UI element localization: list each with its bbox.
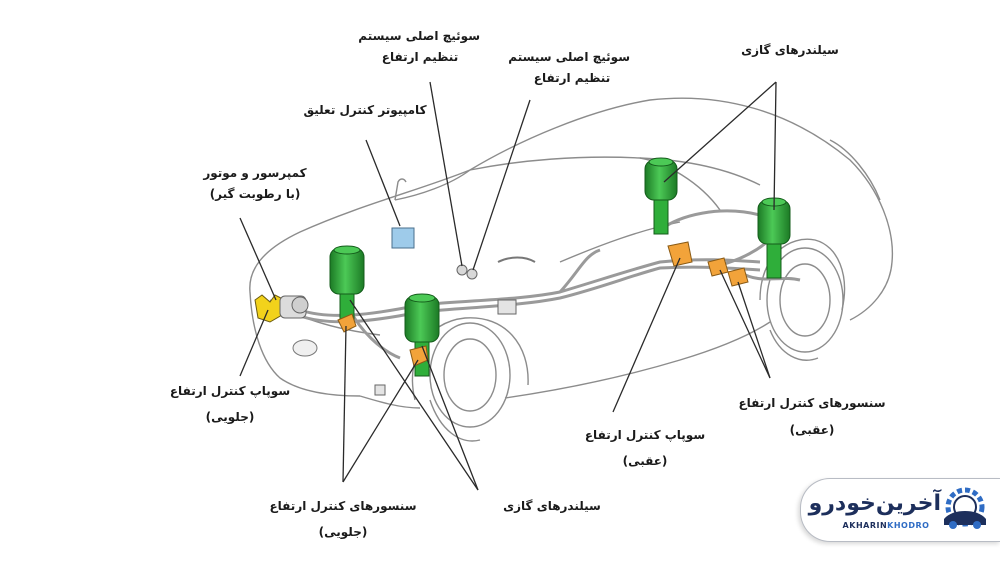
label-suspension-computer: کامپیوتر کنترل تعلیق: [303, 103, 427, 117]
label-front-height-sensors: سنسورهای کنترل ارتفاع (جلویی): [268, 500, 418, 538]
label-front-height-sensors-line2: (جلویی): [318, 525, 368, 539]
junction-block: [374, 299, 517, 396]
logo-brand-en-1: AKHARIN: [842, 521, 888, 530]
logo-brand-en-2: KHODRO: [887, 521, 930, 530]
logo-brand-en: AKHARINKHODRO: [831, 521, 941, 530]
logo-brand-fa: آخرین‌خودرو: [808, 491, 941, 516]
ecu-box: [391, 227, 415, 249]
label-main-switch-1-line1: سوئیچ اصلی سیستم: [358, 29, 480, 43]
rear-gas-cylinder-right: [757, 197, 791, 279]
label-front-height-valve-line1: سوپاپ کنترل ارتفاع: [169, 384, 291, 398]
label-rear-height-sensors: سنسورهای کنترل ارتفاع (عقبی): [737, 397, 887, 436]
label-rear-height-sensors-line2: (عقبی): [789, 423, 835, 437]
car-body-outline: [249, 97, 894, 409]
compressor-motor: [254, 294, 318, 357]
label-rear-height-valve: سوپاپ کنترل ارتفاع (عقبی): [580, 429, 710, 467]
leader-lines: [239, 81, 777, 491]
rear-height-sensors: [707, 257, 749, 287]
label-front-height-sensors-line1: سنسورهای کنترل ارتفاع: [269, 499, 417, 513]
label-compressor-motor-line1: کمپرسور و موتور: [203, 166, 307, 180]
label-front-height-valve: سوپاپ کنترل ارتفاع (جلویی): [165, 385, 295, 423]
label-compressor-motor-line2: (با رطوبت گیر): [209, 187, 301, 201]
label-gas-cylinders-rear: سیلندرهای گازی: [741, 43, 839, 57]
rear-height-valve: [667, 241, 693, 267]
label-gas-cylinders-front: سیلندرهای گازی: [503, 499, 601, 513]
label-main-switch-2: سوئیچ اصلی سیستم تنظیم ارتفاع: [508, 50, 630, 85]
label-rear-height-valve-line1: سوپاپ کنترل ارتفاع: [584, 428, 706, 442]
label-main-switch-1-line2: تنظیم ارتفاع: [381, 50, 459, 64]
car-gear-icon: [944, 487, 986, 529]
label-rear-height-valve-line2: (عقبی): [622, 454, 668, 468]
rear-gas-cylinder-left: [644, 157, 678, 235]
label-compressor-motor: کمپرسور و موتور (با رطوبت گیر): [195, 167, 315, 200]
label-main-switch-1: سوئیچ اصلی سیستم تنظیم ارتفاع: [358, 29, 480, 64]
brand-logo: آخرین‌خودرو AKHARINKHODRO: [800, 478, 1000, 542]
label-main-switch-2-line1: سوئیچ اصلی سیستم: [508, 50, 630, 64]
label-main-switch-2-line2: تنظیم ارتفاع: [533, 71, 611, 85]
label-rear-height-sensors-line1: سنسورهای کنترل ارتفاع: [738, 396, 886, 410]
front-gas-cylinder-right: [404, 293, 440, 377]
main-switches: [456, 256, 536, 280]
label-front-height-valve-line2: (جلویی): [205, 410, 255, 424]
